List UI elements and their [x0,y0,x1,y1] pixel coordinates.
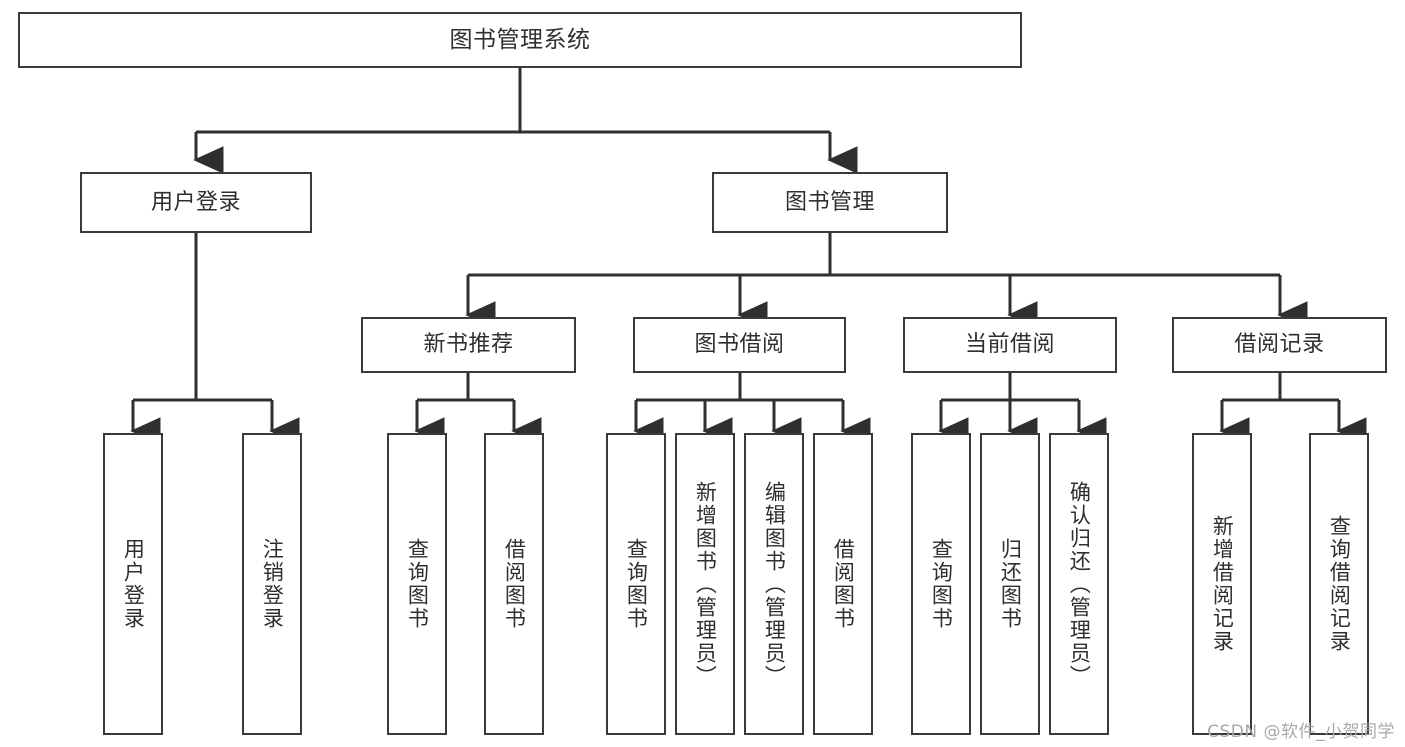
node-label: 用户登录 [121,538,146,630]
node-label: 注销登录 [260,538,285,630]
leaf-current-borrow-query-book[interactable]: 查询图书 [911,433,971,735]
leaf-current-borrow-confirm-return-admin[interactable]: 确认归还（管理员） [1049,433,1109,735]
node-label: 图书管理 [784,189,875,215]
leaf-borrow-record-add-record[interactable]: 新增借阅记录 [1192,433,1252,735]
node-label: 确认归还（管理员） [1067,480,1092,688]
node-label: 当前借阅 [964,332,1055,358]
node-label: 查询图书 [624,538,649,630]
leaf-borrow-record-query-record[interactable]: 查询借阅记录 [1309,433,1369,735]
node-label: 归还图书 [998,538,1023,630]
node-label: 查询借阅记录 [1327,515,1352,653]
node-book-management[interactable]: 图书管理 [712,172,948,233]
node-user-login[interactable]: 用户登录 [80,172,312,233]
leaf-new-book-query-book[interactable]: 查询图书 [387,433,447,735]
leaf-book-borrow-borrow-book[interactable]: 借阅图书 [813,433,873,735]
leaf-book-borrow-add-book-admin[interactable]: 新增图书（管理员） [675,433,735,735]
node-label: 用户登录 [150,189,241,215]
node-borrow-record[interactable]: 借阅记录 [1172,317,1387,373]
node-label: 借阅图书 [831,538,856,630]
node-label: 新增借阅记录 [1210,515,1235,653]
leaf-book-borrow-edit-book-admin[interactable]: 编辑图书（管理员） [744,433,804,735]
node-label: 图书管理系统 [449,26,591,53]
node-book-borrow[interactable]: 图书借阅 [633,317,846,373]
node-label: 借阅记录 [1234,332,1325,358]
node-label: 新增图书（管理员） [693,480,718,688]
node-label: 查询图书 [405,538,430,630]
node-new-book-recommend[interactable]: 新书推荐 [361,317,576,373]
leaf-book-borrow-query-book[interactable]: 查询图书 [606,433,666,735]
leaf-user-login-logout[interactable]: 注销登录 [242,433,302,735]
leaf-user-login-login[interactable]: 用户登录 [103,433,163,735]
leaf-current-borrow-return-book[interactable]: 归还图书 [980,433,1040,735]
watermark: CSDN @软件_小贺同学 [1207,722,1395,742]
node-current-borrow[interactable]: 当前借阅 [903,317,1117,373]
node-root-book-management-system[interactable]: 图书管理系统 [18,12,1022,68]
leaf-new-book-borrow-book[interactable]: 借阅图书 [484,433,544,735]
node-label: 借阅图书 [502,538,527,630]
node-label: 新书推荐 [423,332,514,358]
node-label: 图书借阅 [694,332,785,358]
node-label: 编辑图书（管理员） [762,480,787,688]
node-label: 查询图书 [929,538,954,630]
